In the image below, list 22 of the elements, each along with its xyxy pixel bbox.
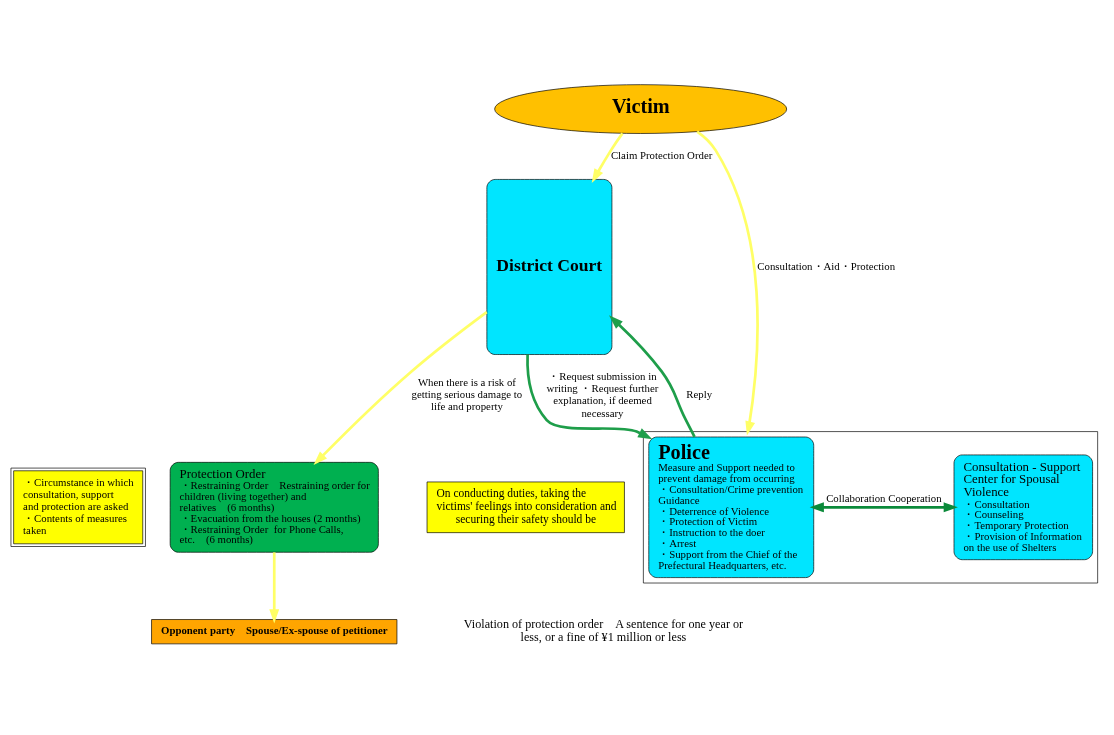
edge-label: ・Request submission in writing ・Request further explanation, if deemed necessary bbox=[546, 369, 659, 419]
node-box: On conducting duties, taking the victims' feelings into consideration and securing their safety should be bbox=[426, 481, 625, 533]
edge-label: When there is a risk of getting serious damage to life and property bbox=[411, 375, 523, 412]
edge-label: Collaboration Cooperation bbox=[826, 491, 942, 504]
arrow bbox=[526, 354, 653, 439]
arrow bbox=[591, 132, 624, 183]
node-box: Police Measure and Support needed to prevent damage from occurring ・Consultation/Crime prevention Guidance ・Deterrence of Violence ・Protection of Victim ・Instruction to the doer ・Arrest ・Support from the Chief of the Prefectural Headquarters, etc. bbox=[648, 436, 815, 578]
arrow bbox=[269, 551, 280, 623]
arrow bbox=[313, 310, 488, 465]
arrow bbox=[696, 130, 759, 436]
edge-label: Reply bbox=[686, 387, 713, 400]
edge-label: Claim Protection Order bbox=[610, 148, 713, 161]
arrow bbox=[608, 314, 696, 437]
edge-label: Consultation・Aid・Protection bbox=[757, 259, 896, 272]
node-ellipse: Victim bbox=[494, 83, 787, 134]
node-box: Protection Order ・Restraining Order Restraining order for children (living together) and relatives (6 months) ・Evacuation from the houses (2 months) ・Restraining Order for Phone Calls, etc. (6 months) bbox=[169, 461, 379, 553]
cluster bbox=[643, 430, 1098, 583]
node-box: Consultation - Support Center for Spousal Violence ・Consultation ・Counseling ・Temporary Protection ・Provision of Information on the use of Shelters bbox=[953, 454, 1093, 560]
node-box: Opponent party Spouse/Ex-spouse of petitioner bbox=[151, 618, 398, 644]
arrow bbox=[809, 501, 958, 512]
node-box: District Court bbox=[486, 178, 613, 355]
label: Violation of protection order A sentence for one year or less, or a fine of ¥1 million or less bbox=[463, 616, 744, 644]
